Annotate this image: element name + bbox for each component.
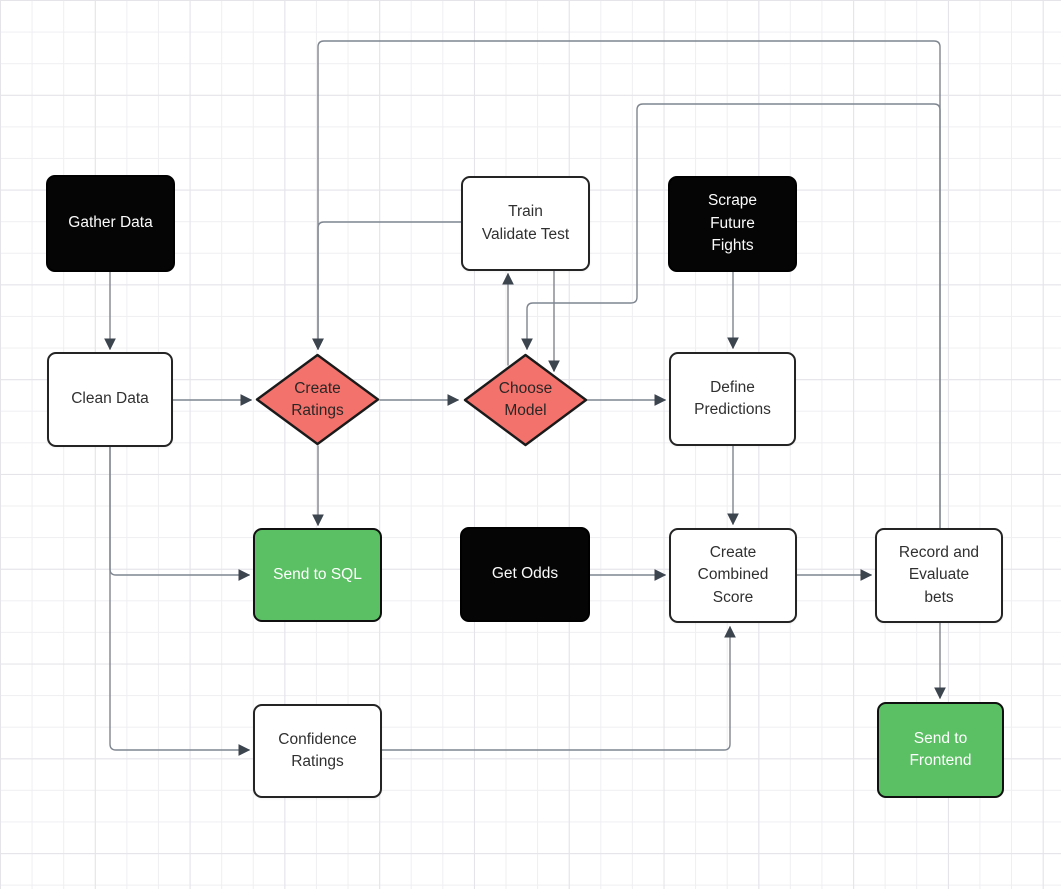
diamond-shape [255,353,380,446]
node-create-combined-score[interactable]: Create Combined Score [669,528,797,623]
edge-train-validate-test-to-create-ratings[interactable] [312,221,462,351]
node-send-to-frontend[interactable]: Send to Frontend [877,702,1004,798]
node-confidence-ratings[interactable]: Confidence Ratings [253,704,382,798]
node-scrape-future-fights[interactable]: Scrape Future Fights [668,176,797,272]
node-label: Create Ratings [291,379,344,419]
edge-clean-data-to-send-to-sql[interactable] [109,446,251,581]
edge-record-and-evaluate-bets-to-create-ratings[interactable] [312,40,941,529]
diamond-shape [463,353,588,447]
edge-confidence-ratings-to-create-combined-score[interactable] [381,625,736,751]
edge-clean-data-to-confidence-ratings[interactable] [109,446,251,756]
edge-record-and-evaluate-bets-to-choose-model[interactable] [521,103,941,529]
node-choose-model[interactable]: Choose Model [463,353,588,447]
node-record-and-evaluate-bets[interactable]: Record and Evaluate bets [875,528,1003,623]
node-clean-data[interactable]: Clean Data [47,352,173,447]
node-define-predictions[interactable]: Define Predictions [669,352,796,446]
node-send-to-sql[interactable]: Send to SQL [253,528,382,622]
node-label: Choose Model [498,380,553,419]
node-train-validate-test[interactable]: Train Validate Test [461,176,590,271]
node-gather-data[interactable]: Gather Data [46,175,175,272]
node-create-ratings[interactable]: Create Ratings [255,353,380,446]
node-get-odds[interactable]: Get Odds [460,527,590,622]
